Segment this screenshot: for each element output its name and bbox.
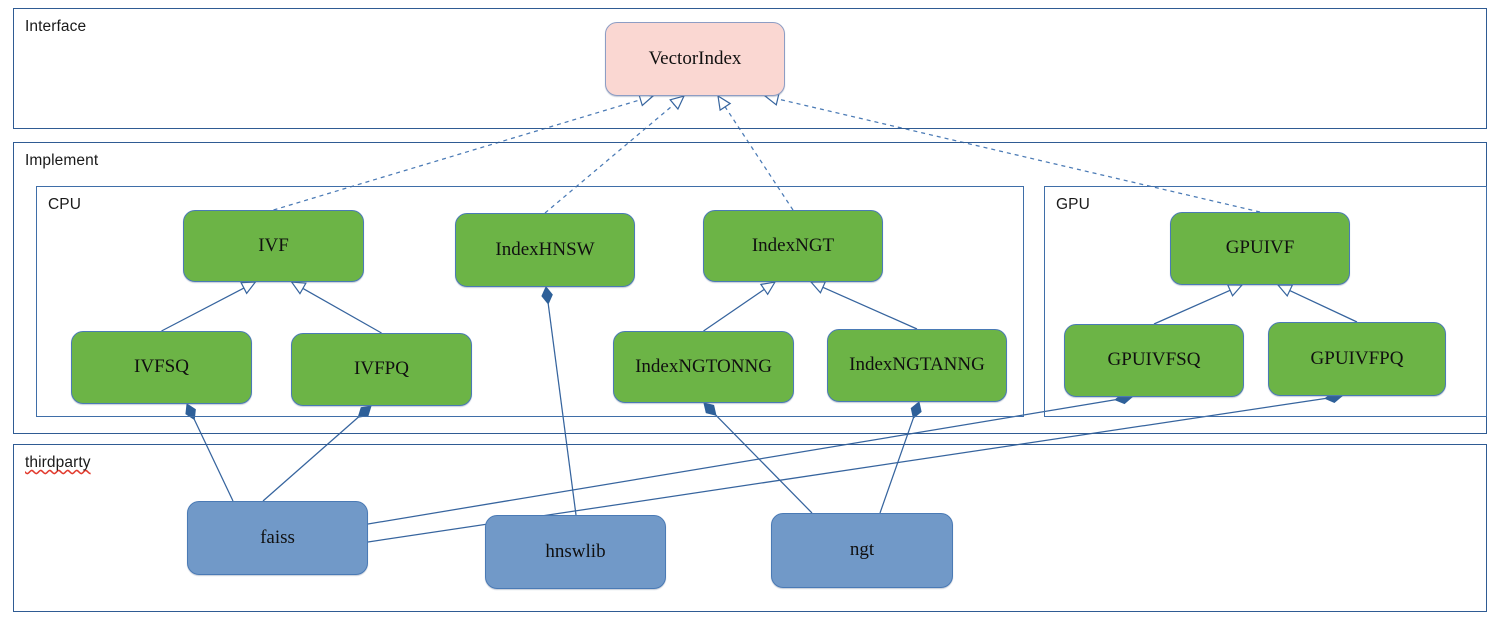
node-ngt[interactable]: ngt <box>771 513 953 588</box>
node-indexngtanng[interactable]: IndexNGTANNG <box>827 329 1007 402</box>
node-label: hnswlib <box>545 540 606 562</box>
node-label: IVFSQ <box>134 356 189 378</box>
node-label: IVF <box>258 234 289 256</box>
node-label: IndexHNSW <box>495 238 595 260</box>
node-indexngt[interactable]: IndexNGT <box>703 210 883 282</box>
node-gpuivf[interactable]: GPUIVF <box>1170 212 1350 285</box>
node-label: GPUIVFSQ <box>1107 349 1201 371</box>
group-label-implement: Implement <box>25 152 99 169</box>
node-ivfsq[interactable]: IVFSQ <box>71 331 252 404</box>
node-label: GPUIVF <box>1225 237 1295 259</box>
node-label: GPUIVFPQ <box>1310 347 1404 369</box>
node-hnswlib[interactable]: hnswlib <box>485 515 666 589</box>
group-label-gpu: GPU <box>1056 196 1090 213</box>
node-gpuivfsq[interactable]: GPUIVFSQ <box>1064 324 1244 397</box>
group-label-interface: Interface <box>25 18 87 35</box>
node-label: IndexNGTONNG <box>635 355 772 377</box>
node-label: IndexNGTANNG <box>849 354 985 376</box>
node-label: faiss <box>260 526 295 548</box>
node-label: IndexNGT <box>751 234 835 256</box>
group-interface <box>13 8 1487 129</box>
group-thirdparty <box>13 444 1487 612</box>
group-label-cpu: CPU <box>48 196 82 213</box>
node-gpuivfpq[interactable]: GPUIVFPQ <box>1268 322 1446 396</box>
node-indexngtonng[interactable]: IndexNGTONNG <box>613 331 794 403</box>
node-ivf[interactable]: IVF <box>183 210 364 282</box>
node-vectorindex[interactable]: VectorIndex <box>605 22 785 96</box>
node-label: ngt <box>849 539 875 561</box>
node-ivfpq[interactable]: IVFPQ <box>291 333 472 406</box>
group-gpu <box>1044 186 1487 417</box>
node-label: IVFPQ <box>354 358 409 380</box>
node-label: VectorIndex <box>648 47 742 69</box>
group-label-thirdparty: thirdparty <box>25 454 91 471</box>
node-faiss[interactable]: faiss <box>187 501 368 575</box>
node-indexhnsw[interactable]: IndexHNSW <box>455 213 635 287</box>
group-cpu <box>36 186 1024 417</box>
